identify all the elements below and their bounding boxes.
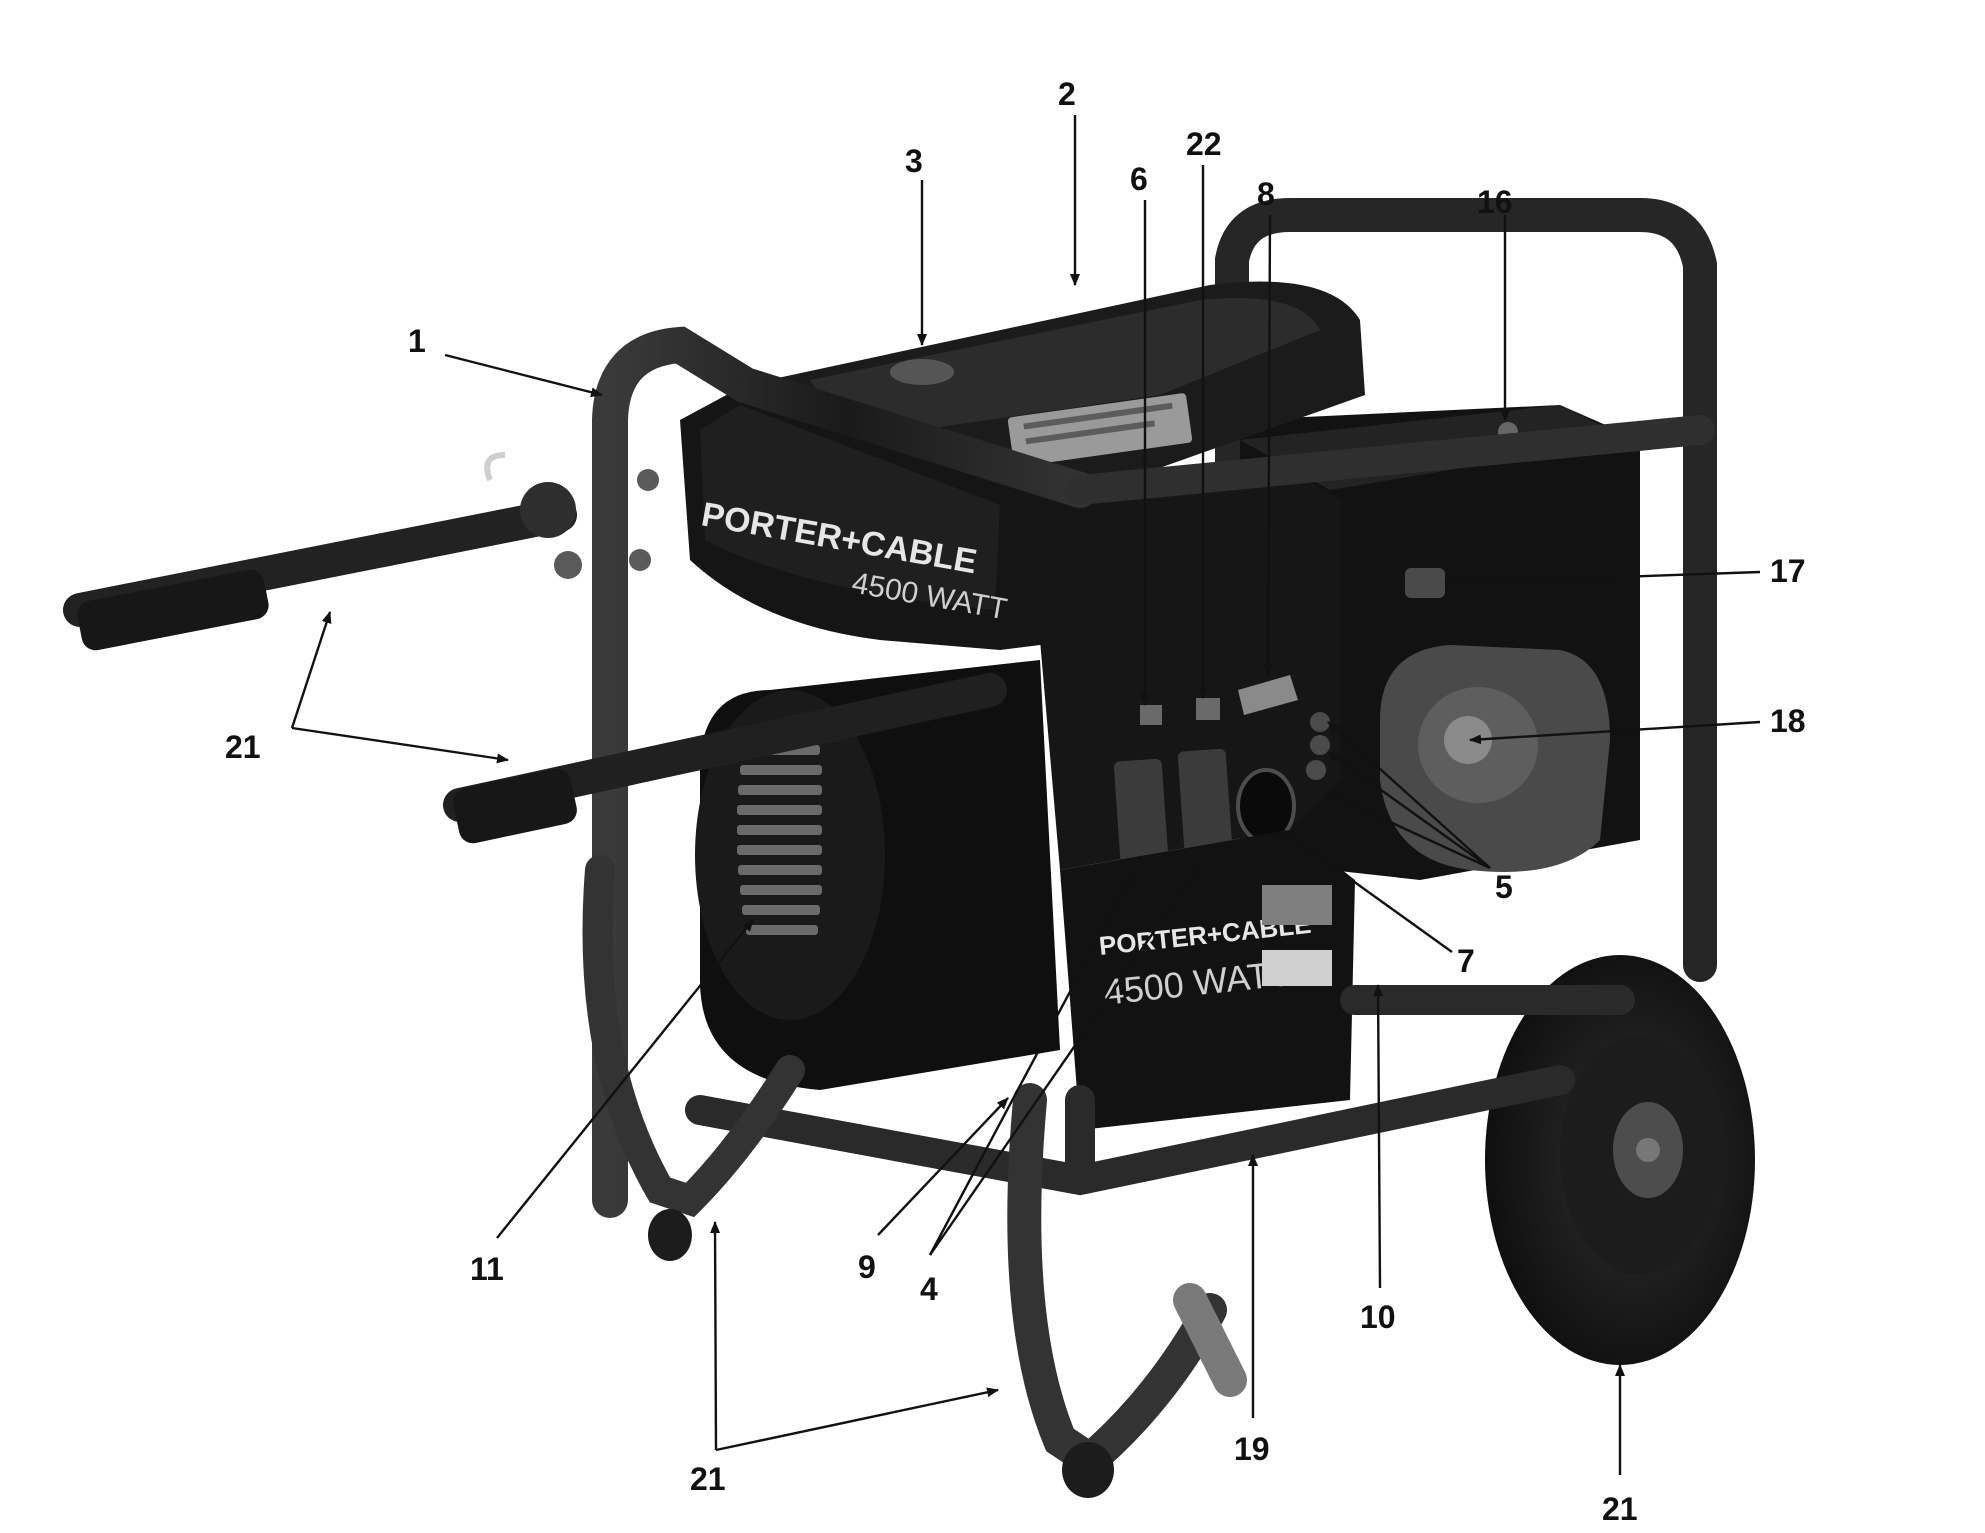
leader-4a xyxy=(928,874,1134,1256)
callout-21-handle: 21 xyxy=(225,729,261,765)
callout-labels: 1 2 3 6 22 8 16 17 18 5 7 10 19 4 9 11 2… xyxy=(225,76,1806,1527)
callout-18: 18 xyxy=(1770,703,1806,739)
leader-9 xyxy=(877,1097,1009,1236)
callout-17: 17 xyxy=(1770,553,1806,589)
callout-5: 5 xyxy=(1495,869,1513,905)
indicator-light xyxy=(1306,760,1326,780)
generator-illustration: PORTER+CABLE 4500 WATT POR xyxy=(63,198,1755,1498)
leader-5c xyxy=(1324,790,1491,870)
leader-7 xyxy=(1281,829,1453,953)
leader-lines xyxy=(290,115,1761,1475)
callout-10: 10 xyxy=(1360,1299,1396,1335)
callout-9: 9 xyxy=(858,1249,876,1285)
leader-1 xyxy=(444,353,603,398)
front-leg-right xyxy=(1007,1083,1227,1482)
handle-upper xyxy=(63,452,659,651)
base-frame xyxy=(685,985,1635,1196)
callout-21-wheel: 21 xyxy=(1602,1491,1638,1527)
callout-6: 6 xyxy=(1130,161,1148,197)
leader-5b xyxy=(1327,751,1491,869)
leader-21d xyxy=(715,1387,999,1452)
front-panel: PORTER+CABLE 4500 WATT xyxy=(1060,830,1355,1130)
alternator-housing xyxy=(695,660,1060,1090)
leader-17 xyxy=(1444,570,1761,588)
callout-7: 7 xyxy=(1457,943,1475,979)
leader-21c xyxy=(710,1221,721,1451)
leader-18 xyxy=(1469,720,1761,745)
leader-4b xyxy=(929,864,1201,1256)
callout-22: 22 xyxy=(1186,126,1222,162)
leader-11 xyxy=(496,919,754,1239)
callout-2: 2 xyxy=(1058,76,1076,112)
callout-11: 11 xyxy=(470,1251,504,1287)
front-frame-tube-upper xyxy=(1065,415,1715,505)
indicator-light xyxy=(1310,735,1330,755)
engine-switch xyxy=(1140,705,1162,725)
indicator-light xyxy=(1310,712,1330,732)
callout-4: 4 xyxy=(920,1271,938,1307)
muffler xyxy=(1380,645,1610,872)
rear-frame-tube xyxy=(1215,198,1717,982)
control-panel xyxy=(1040,470,1340,892)
callout-21-legs: 21 xyxy=(690,1461,726,1497)
callout-16: 16 xyxy=(1477,184,1513,220)
choke-plug xyxy=(1238,675,1298,715)
callout-3: 3 xyxy=(905,143,923,179)
fuel-cap xyxy=(890,359,954,385)
front-leg-left xyxy=(582,855,805,1218)
foot-right xyxy=(1062,1442,1114,1498)
side-panel: PORTER+CABLE 4500 WATT xyxy=(680,385,1080,650)
leader-8 xyxy=(1263,214,1274,676)
idle-switch xyxy=(1196,698,1220,720)
leader-21a xyxy=(290,611,332,729)
callout-8: 8 xyxy=(1257,176,1275,212)
leader-10 xyxy=(1373,984,1384,1289)
wheel xyxy=(1485,955,1755,1365)
handle-lower xyxy=(443,673,1007,844)
leader-21b xyxy=(291,726,509,764)
callout-1: 1 xyxy=(408,323,426,359)
foot-left xyxy=(648,1209,692,1261)
leader-5a xyxy=(1327,721,1491,869)
callout-19: 19 xyxy=(1234,1431,1270,1467)
front-frame-tube xyxy=(592,326,1098,1218)
